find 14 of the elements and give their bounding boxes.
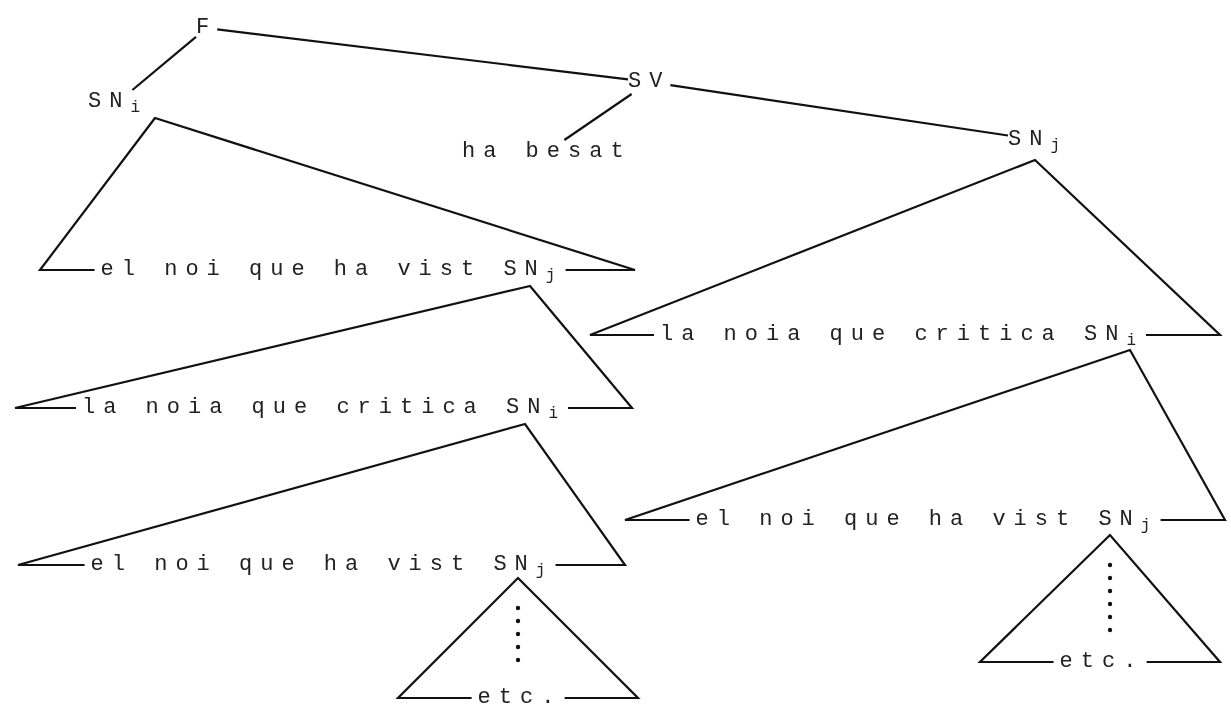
phrase-text: la noia que critica SN$_{i}$ — [75, 396, 569, 420]
phrase-text: el noi que ha vist SN$_{j}$ — [84, 553, 556, 577]
tree-branch — [131, 36, 197, 91]
node-label: SN$_{i}$ — [88, 90, 148, 114]
node-label: ha besat — [462, 140, 632, 164]
phrase-text: la noia que critica SN$_{i}$ — [653, 323, 1147, 347]
phrase-text: el noi que ha vist SN$_{j}$ — [689, 508, 1161, 532]
node-label: SV — [628, 70, 671, 94]
tree-branch — [563, 93, 633, 141]
node-label: SN$_{j}$ — [1008, 128, 1068, 152]
phrase-text: el noi que ha vist SN$_{j}$ — [94, 258, 566, 282]
node-label: F — [196, 16, 218, 40]
tree-branch — [670, 84, 1009, 137]
tree-branch — [217, 28, 629, 81]
